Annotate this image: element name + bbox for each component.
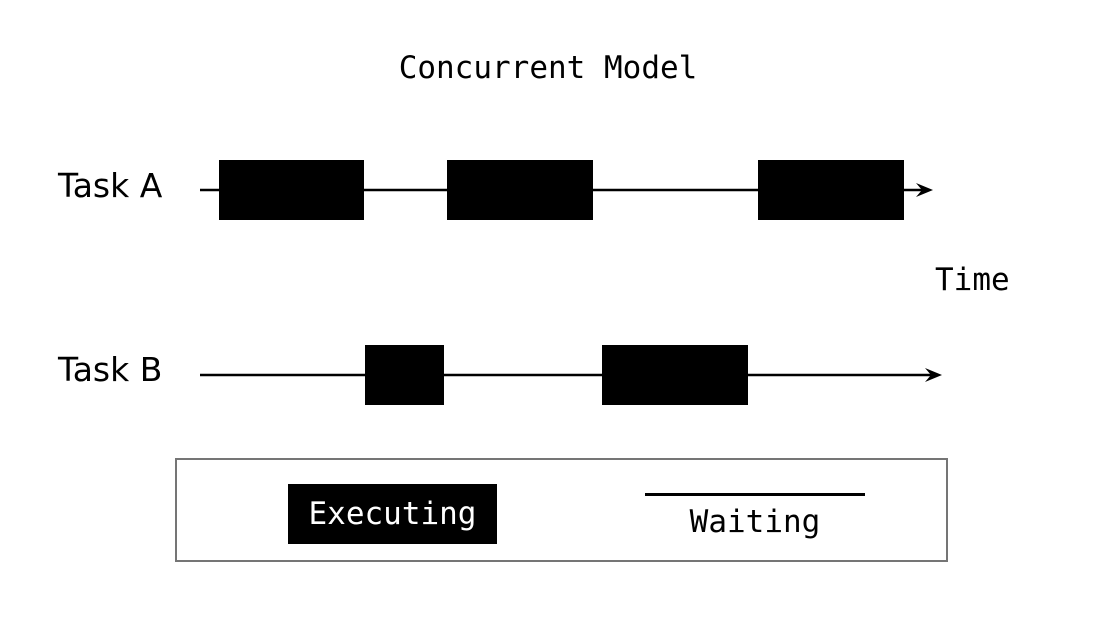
- task-b-label: Task B: [58, 350, 163, 389]
- arrowhead-icon: [925, 368, 942, 382]
- executing-bar: [219, 160, 364, 220]
- executing-bar: [447, 160, 593, 220]
- legend-executing-label: Executing: [308, 496, 477, 532]
- task-a-label: Task A: [58, 166, 163, 205]
- arrowhead-icon: [916, 183, 933, 197]
- legend-executing-swatch: Executing: [288, 484, 497, 544]
- legend-waiting-label: Waiting: [689, 504, 821, 540]
- diagram-title: Concurrent Model: [398, 50, 698, 86]
- executing-bar: [758, 160, 904, 220]
- legend-waiting-line: [645, 493, 865, 496]
- executing-bar: [602, 345, 748, 405]
- time-axis-label: Time: [935, 262, 1010, 298]
- legend-waiting-item: Waiting: [645, 493, 865, 540]
- executing-bar: [365, 345, 444, 405]
- legend-box: Executing Waiting: [175, 458, 948, 562]
